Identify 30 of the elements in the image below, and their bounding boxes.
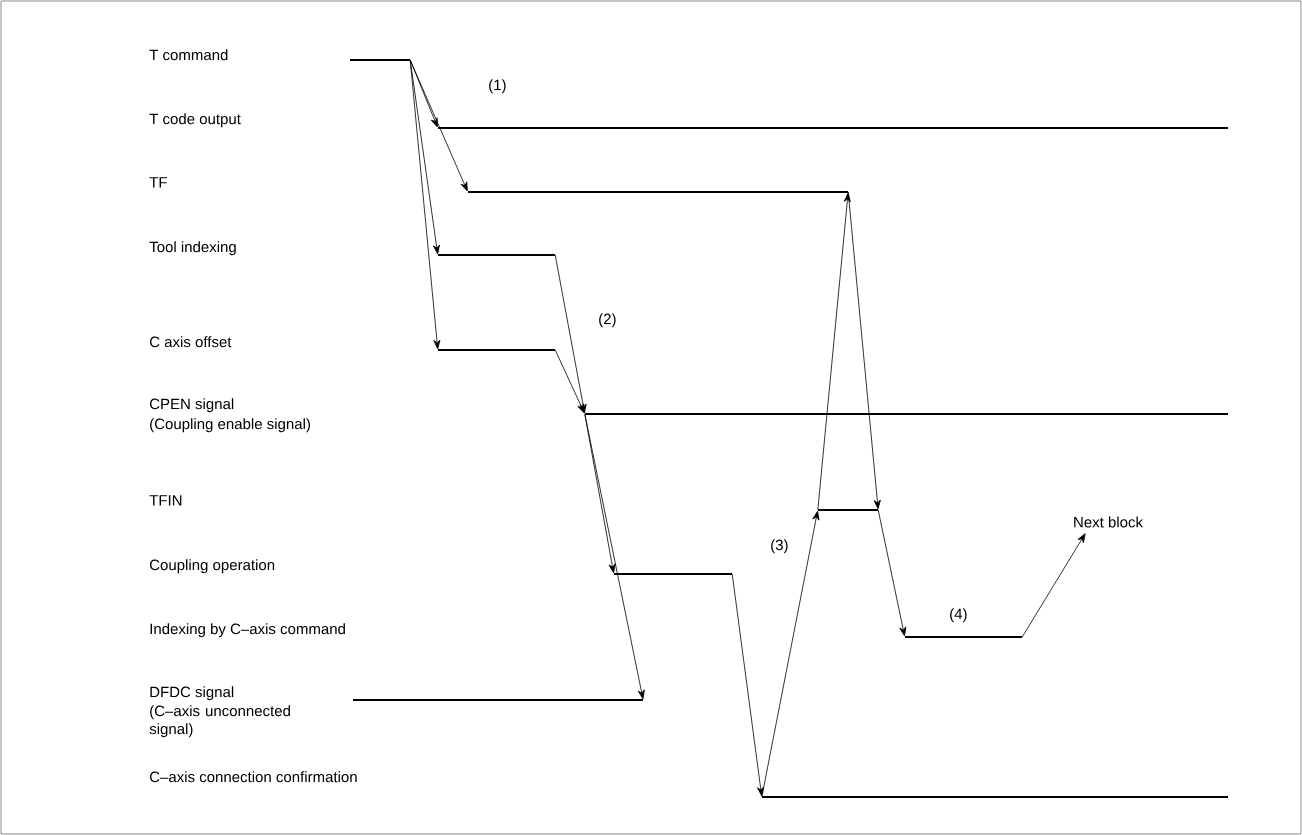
- signal-name: Tool indexing: [149, 241, 236, 256]
- arrow: [584, 413, 645, 700]
- arrow: [761, 510, 820, 798]
- arrow: [1021, 533, 1086, 638]
- arrow: [847, 191, 881, 510]
- signal-name: Indexing by C–axis command: [150, 623, 345, 638]
- arrow: [409, 59, 441, 350]
- signal-name: C–axis connection confirmation: [150, 771, 357, 783]
- signal-level-line: [818, 509, 878, 511]
- step-number: (3): [771, 539, 788, 554]
- arrow: [877, 509, 907, 637]
- signal-name: CPEN signal: [150, 398, 234, 413]
- arrow: [731, 573, 764, 797]
- signal-name: TFIN: [149, 495, 182, 506]
- arrow: [409, 59, 468, 192]
- signal-name: (Coupling enable signal): [150, 418, 310, 433]
- step-number: (1): [489, 79, 506, 94]
- signal-text: Next block: [1074, 516, 1143, 528]
- arrow: [554, 254, 587, 414]
- signal-name: Coupling operation: [150, 559, 275, 574]
- step-number: (2): [599, 313, 616, 328]
- signal-name: T command: [149, 49, 228, 61]
- arrow: [554, 349, 585, 414]
- arrow: [817, 192, 851, 511]
- signal-name: DFDC signal: [150, 686, 234, 701]
- signal-name: C axis offset: [150, 336, 232, 348]
- signal-name: (C–axis unconnected signal): [149, 705, 290, 738]
- signal-name: T code output: [149, 113, 241, 128]
- signal-name: TF: [149, 177, 167, 188]
- signal-level-line: [350, 59, 410, 61]
